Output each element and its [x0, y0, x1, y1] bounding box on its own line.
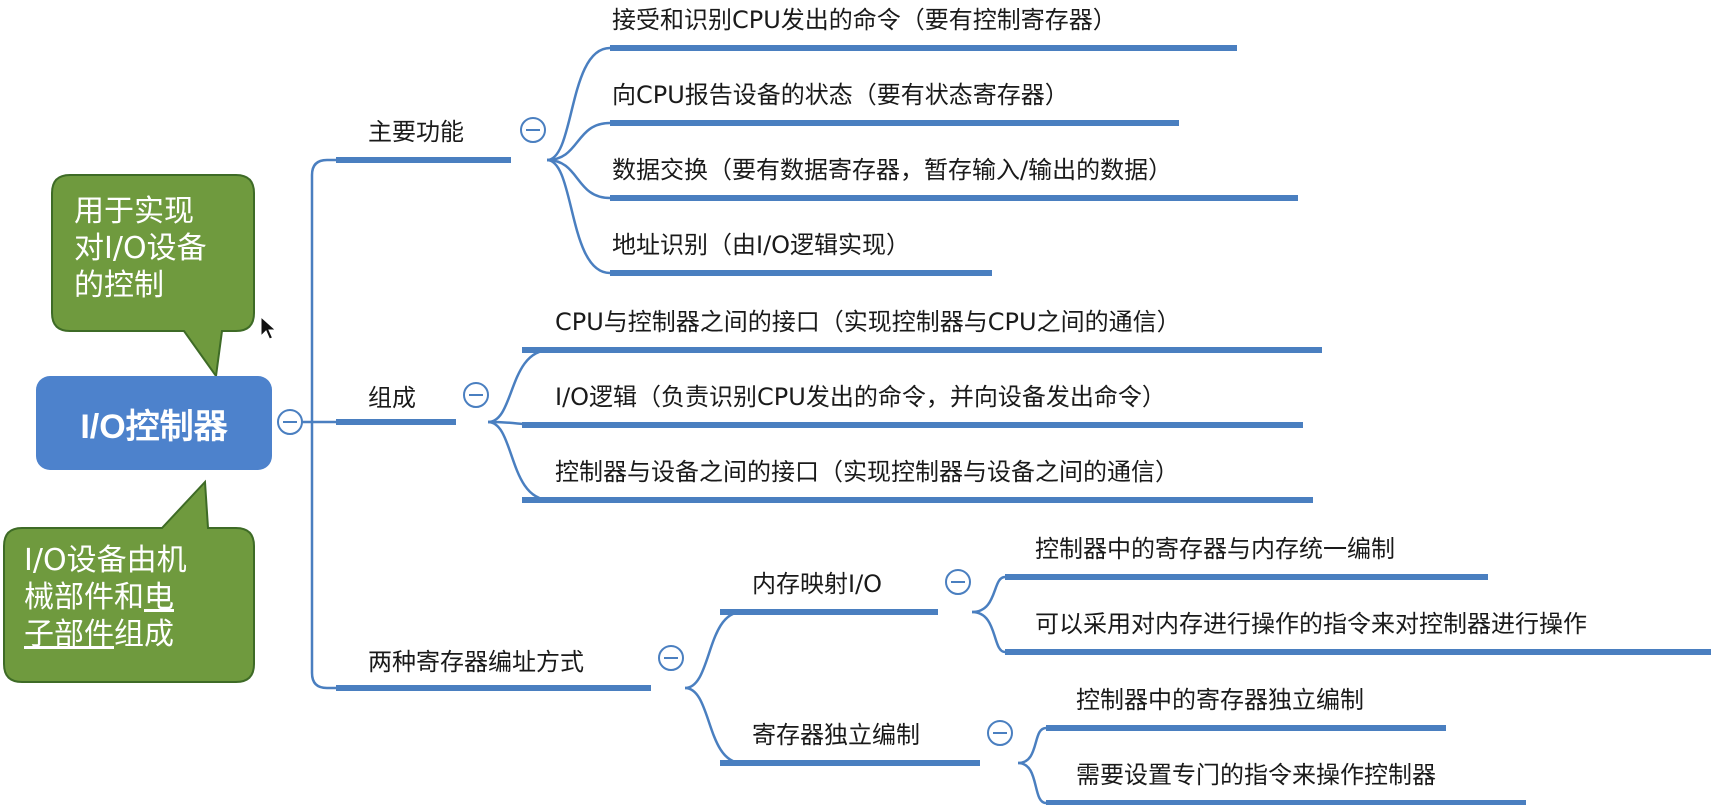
- callout-top-line: 用于实现: [74, 194, 194, 229]
- leaf-label: 需要设置专门的指令来操作控制器: [1076, 761, 1436, 789]
- leaf-label: 控制器中的寄存器独立编制: [1076, 686, 1364, 714]
- mouse-pointer-icon: [260, 316, 277, 340]
- branch-main-functions[interactable]: 主要功能: [368, 117, 464, 147]
- leaf-node[interactable]: 向CPU报告设备的状态（要有状态寄存器）: [612, 80, 1069, 110]
- sub-branch-label: 内存映射I/O: [752, 570, 883, 598]
- collapse-toggle-addressing[interactable]: [658, 645, 684, 671]
- branch-label: 主要功能: [368, 118, 464, 146]
- root-node[interactable]: I/O控制器: [36, 376, 272, 470]
- leaf-node[interactable]: 控制器中的寄存器独立编制: [1076, 685, 1364, 715]
- branch-addressing[interactable]: 两种寄存器编址方式: [368, 647, 584, 677]
- branch-addressing-connectors: [684, 610, 743, 765]
- leaf-node[interactable]: I/O逻辑（负责识别CPU发出的命令，并向设备发出命令）: [555, 382, 1166, 412]
- branch-label: 两种寄存器编址方式: [368, 648, 584, 676]
- callout-bottom-underlined: 电: [144, 580, 174, 615]
- collapse-toggle-composition[interactable]: [463, 382, 489, 408]
- leaf-node[interactable]: 控制器与设备之间的接口（实现控制器与设备之间的通信）: [555, 457, 1179, 487]
- leaf-label: 数据交换（要有数据寄存器，暂存输入/输出的数据）: [612, 156, 1173, 184]
- branch-label: 组成: [368, 384, 416, 412]
- leaf-node[interactable]: 数据交换（要有数据寄存器，暂存输入/输出的数据）: [612, 155, 1172, 185]
- leaf-node[interactable]: 控制器中的寄存器与内存统一编制: [1035, 534, 1395, 564]
- leaf-label: 接受和识别CPU发出的命令（要有控制寄存器）: [612, 6, 1117, 34]
- leaf-node[interactable]: 可以采用对内存进行操作的指令来对控制器进行操作: [1035, 609, 1587, 639]
- collapse-toggle-main-functions[interactable]: [520, 117, 546, 143]
- leaf-label: 地址识别（由I/O逻辑实现）: [612, 231, 911, 259]
- callout-bottom-underlined: 子部件: [24, 617, 114, 652]
- leaf-label: CPU与控制器之间的接口（实现控制器与CPU之间的通信）: [555, 308, 1181, 336]
- callout-bottom-line: 械部件和: [24, 580, 144, 615]
- callout-bottom: I/O设备由机 械部件和电 子部件组成: [24, 542, 187, 653]
- leaf-label: I/O逻辑（负责识别CPU发出的命令，并向设备发出命令）: [555, 383, 1166, 411]
- underline-bars: [336, 45, 1711, 805]
- callout-top-line: 对I/O设备: [74, 231, 207, 266]
- branch-composition[interactable]: 组成: [368, 383, 416, 413]
- leaf-label: 向CPU报告设备的状态（要有状态寄存器）: [612, 81, 1069, 109]
- leaf-node[interactable]: 接受和识别CPU发出的命令（要有控制寄存器）: [612, 5, 1117, 35]
- collapse-toggle-memory-mapped[interactable]: [945, 569, 971, 595]
- collapse-toggle-independent[interactable]: [987, 720, 1013, 746]
- sub-branch-memory-mapped[interactable]: 内存映射I/O: [752, 569, 882, 599]
- root-label: I/O控制器: [80, 407, 228, 446]
- sub-branch-independent[interactable]: 寄存器独立编制: [752, 720, 920, 750]
- collapse-toggle-root[interactable]: [277, 409, 303, 435]
- leaf-label: 控制器与设备之间的接口（实现控制器与设备之间的通信）: [555, 458, 1179, 486]
- callout-top: 用于实现 对I/O设备 的控制: [74, 193, 207, 304]
- leaf-node[interactable]: 地址识别（由I/O逻辑实现）: [612, 230, 910, 260]
- callout-bottom-bubble: [3, 479, 255, 683]
- leaf-node[interactable]: CPU与控制器之间的接口（实现控制器与CPU之间的通信）: [555, 307, 1181, 337]
- leaf-label: 控制器中的寄存器与内存统一编制: [1035, 535, 1395, 563]
- callout-top-line: 的控制: [74, 268, 164, 303]
- leaf-node[interactable]: 需要设置专门的指令来操作控制器: [1076, 760, 1436, 790]
- branch-main-functions-connectors: [546, 46, 611, 275]
- callout-bottom-line: 组成: [114, 617, 174, 652]
- level3-connectors: [971, 575, 1047, 805]
- callout-bottom-line: I/O设备由机: [24, 543, 187, 578]
- sub-branch-label: 寄存器独立编制: [752, 721, 920, 749]
- leaf-label: 可以采用对内存进行操作的指令来对控制器进行操作: [1035, 610, 1587, 638]
- callout-top-bubble: [51, 174, 255, 379]
